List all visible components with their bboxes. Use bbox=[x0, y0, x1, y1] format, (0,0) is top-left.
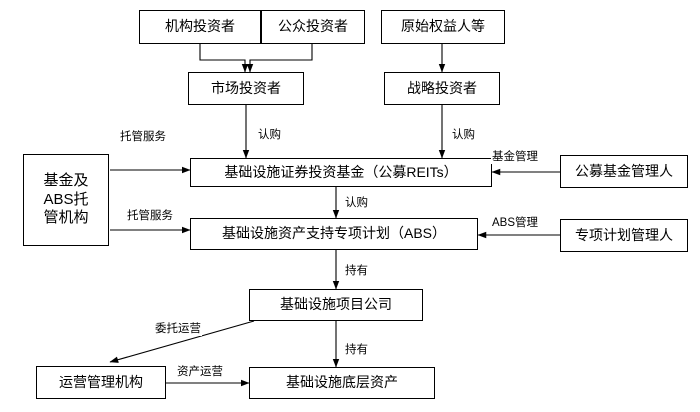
edge-label-subscribe-1: 认购 bbox=[257, 126, 282, 142]
node-abs-plan[interactable]: 基础设施资产支持专项计划（ABS） bbox=[190, 218, 478, 250]
node-project-company[interactable]: 基础设施项目公司 bbox=[249, 289, 423, 321]
edge-label-entrust-ops: 委托运营 bbox=[154, 320, 202, 336]
link-public-to-market bbox=[246, 44, 313, 73]
node-underlying-asset[interactable]: 基础设施底层资产 bbox=[249, 367, 435, 399]
edge-label-asset-ops: 资产运营 bbox=[176, 363, 224, 379]
node-fund-custodian[interactable]: 基金及 ABS托 管机构 bbox=[23, 154, 109, 246]
node-strategic-investor[interactable]: 战略投资者 bbox=[384, 72, 500, 105]
edge-label-abs-mgmt: ABS管理 bbox=[491, 214, 540, 230]
node-operation-org[interactable]: 运营管理机构 bbox=[36, 366, 166, 399]
edge-label-custody-2: 托管服务 bbox=[126, 207, 174, 223]
node-market-investor[interactable]: 市场投资者 bbox=[188, 72, 304, 105]
edge-label-custody-1: 托管服务 bbox=[119, 128, 167, 144]
link-project-to-operation bbox=[109, 320, 255, 363]
edge-label-hold-1: 持有 bbox=[344, 262, 369, 278]
node-abs-manager[interactable]: 专项计划管理人 bbox=[560, 219, 688, 252]
link-inst-to-market bbox=[199, 44, 249, 73]
node-public-investor[interactable]: 公众投资者 bbox=[261, 10, 365, 44]
edge-label-fund-mgmt: 基金管理 bbox=[491, 148, 539, 164]
node-original-owner[interactable]: 原始权益人等 bbox=[381, 10, 505, 44]
edge-label-subscribe-3: 认购 bbox=[344, 194, 369, 210]
node-public-fund-manager[interactable]: 公募基金管理人 bbox=[560, 155, 688, 188]
node-reits-fund[interactable]: 基础设施证券投资基金（公募REITs） bbox=[190, 158, 492, 187]
edge-label-hold-2: 持有 bbox=[344, 341, 369, 357]
edge-label-subscribe-2: 认购 bbox=[451, 126, 476, 142]
node-inst-investor[interactable]: 机构投资者 bbox=[139, 10, 261, 44]
